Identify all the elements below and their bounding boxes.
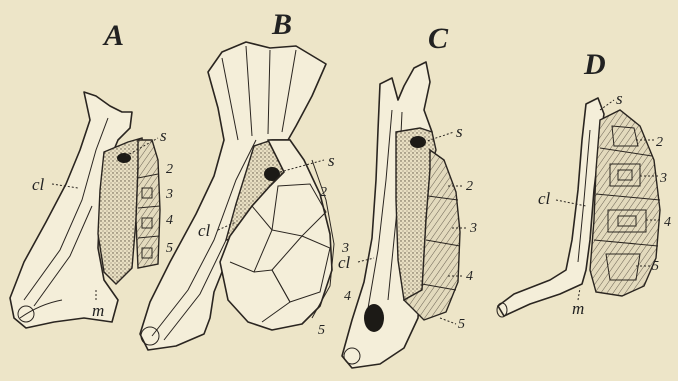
panel-d-num-2: 2	[656, 135, 663, 150]
panel-b-letter: B	[271, 8, 292, 41]
panel-a-radials	[136, 140, 160, 268]
panel-a-letter: A	[102, 19, 124, 52]
panel-d-label-s: s	[616, 89, 623, 108]
panel-a-num-4: 4	[166, 213, 173, 228]
panel-c-num-5: 5	[458, 317, 465, 332]
panel-b: B s cl 2 3 4 5	[140, 8, 351, 350]
panel-c-num-3: 3	[469, 221, 477, 236]
panel-c-label-cl: cl	[338, 253, 351, 272]
panel-b-label-cl: cl	[198, 221, 211, 240]
panel-a-label-cl: cl	[32, 175, 45, 194]
panel-b-num-2: 2	[320, 185, 327, 200]
panel-d: D s cl m 2 3 4 5	[497, 48, 671, 318]
panel-c-foramen	[410, 136, 426, 148]
panel-c-dark-spot	[364, 304, 384, 332]
panel-a-num-5: 5	[166, 241, 173, 256]
panel-c-num-4: 4	[466, 269, 473, 284]
panel-d-label-m: m	[572, 299, 584, 318]
panel-d-radials	[590, 110, 660, 296]
panel-d-cleithrum	[498, 98, 604, 316]
panel-c-num-2: 2	[466, 179, 473, 194]
panel-a-label-m: m	[92, 301, 104, 320]
panel-c-label-s: s	[456, 122, 463, 141]
panel-a-foramen	[117, 153, 131, 163]
panel-d-letter: D	[583, 48, 606, 81]
panel-d-num-4: 4	[664, 215, 671, 230]
panel-b-num-4: 4	[344, 289, 351, 304]
panel-d-num-5: 5	[652, 259, 659, 274]
panel-c: C s cl 2 3 4 5	[338, 22, 477, 368]
panel-c-letter: C	[428, 22, 449, 55]
panel-b-label-s: s	[328, 151, 335, 170]
panel-d-label-cl: cl	[538, 189, 551, 208]
panel-a-num-3: 3	[165, 187, 173, 202]
panel-a-num-2: 2	[166, 162, 173, 177]
panel-a-label-s: s	[160, 126, 167, 145]
panel-b-num-5: 5	[318, 323, 325, 338]
panel-a: A s cl m 2 3 4 5	[10, 19, 173, 328]
panel-d-num-3: 3	[659, 171, 667, 186]
